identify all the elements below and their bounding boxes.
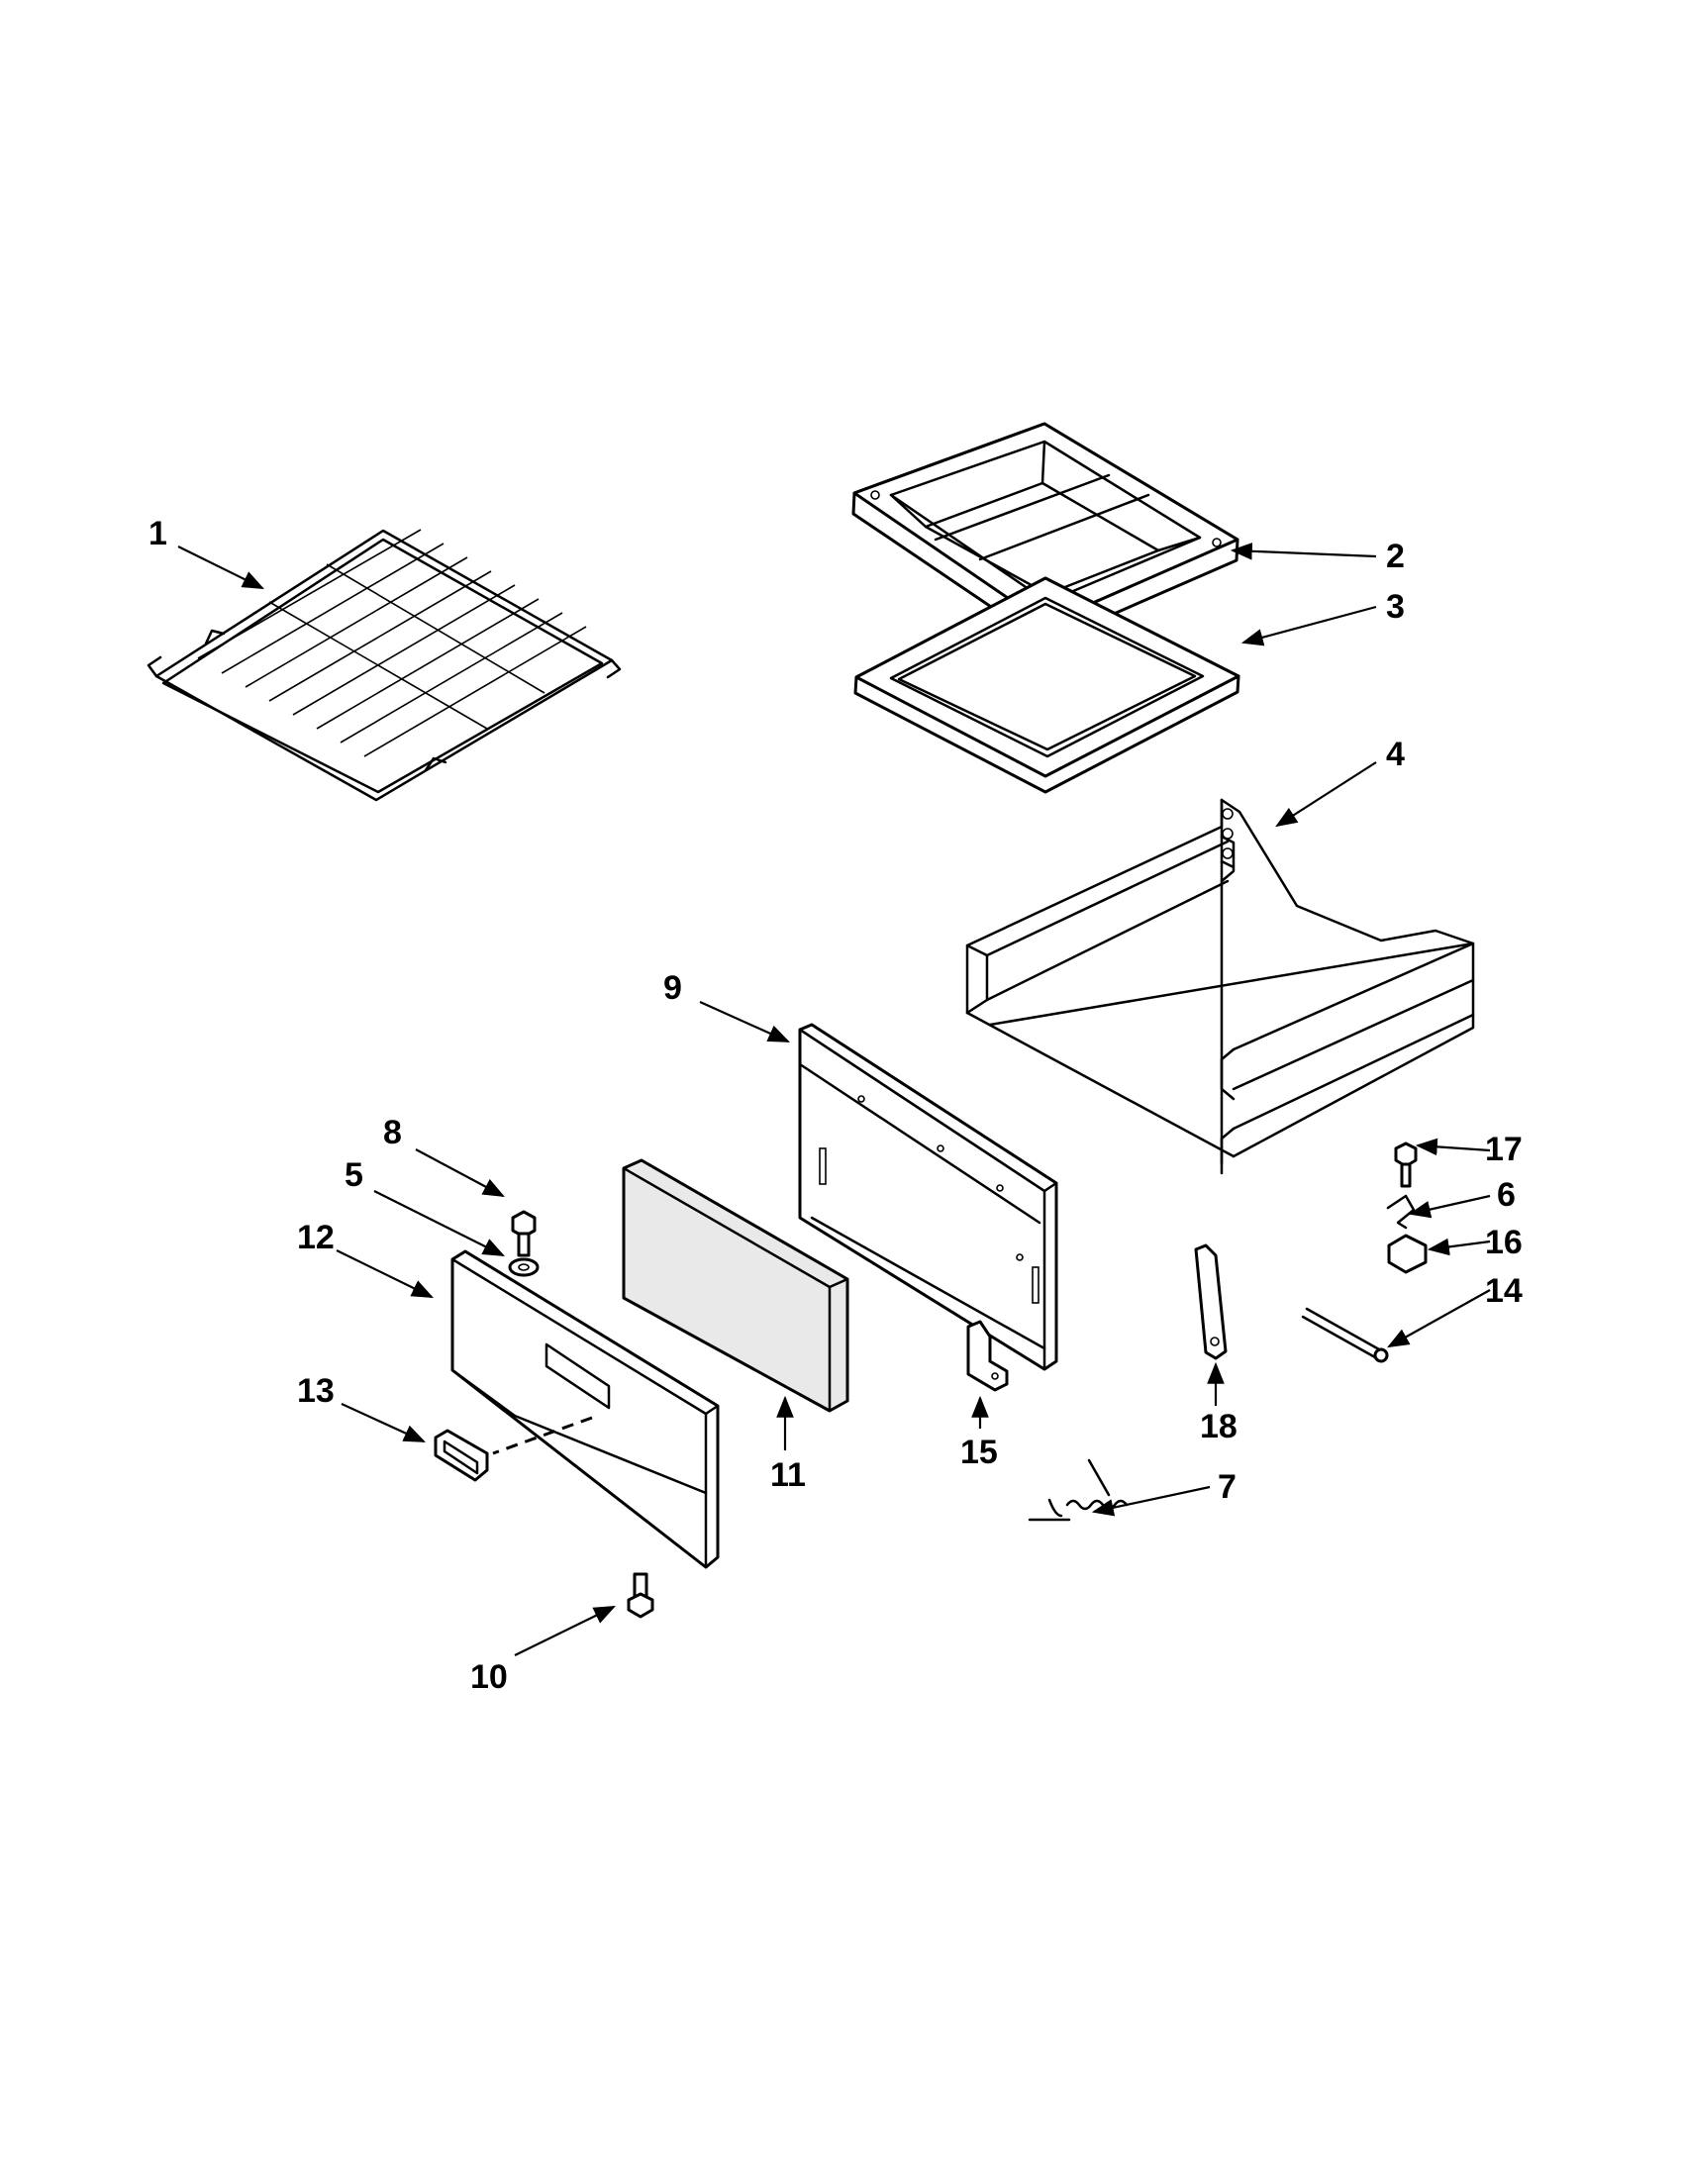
callout-6: 6 xyxy=(1497,1176,1516,1214)
callout-5: 5 xyxy=(345,1156,363,1194)
part-17-screw xyxy=(1394,1142,1418,1188)
part-14-rod xyxy=(1301,1307,1389,1363)
part-13-handle-bezel xyxy=(434,1429,489,1482)
callout-17: 17 xyxy=(1485,1131,1523,1168)
part-5-washer xyxy=(508,1257,540,1277)
callout-1: 1 xyxy=(148,515,167,552)
part-12-drawer-front xyxy=(450,1249,720,1569)
callout-11: 11 xyxy=(770,1456,806,1494)
part-9-drawer-panel xyxy=(798,1023,1058,1371)
callout-18: 18 xyxy=(1200,1408,1238,1445)
part-7-spring xyxy=(1028,1458,1129,1522)
callout-2: 2 xyxy=(1386,538,1405,575)
callout-10: 10 xyxy=(470,1658,508,1696)
part-2-broiler-pan xyxy=(851,422,1239,645)
callout-9: 9 xyxy=(663,969,682,1007)
part-11-insulation xyxy=(622,1158,849,1413)
part-4-drawer-glide-assembly xyxy=(965,798,1475,1175)
callout-8: 8 xyxy=(383,1114,402,1151)
callout-3: 3 xyxy=(1386,588,1405,626)
part-10-screw xyxy=(627,1572,654,1619)
callout-14: 14 xyxy=(1485,1272,1523,1310)
callout-16: 16 xyxy=(1485,1224,1523,1261)
part-6-clip xyxy=(1386,1194,1416,1230)
part-3-broiler-grid xyxy=(853,576,1240,794)
callout-7: 7 xyxy=(1218,1468,1237,1506)
callout-12: 12 xyxy=(297,1219,335,1256)
callout-15: 15 xyxy=(960,1434,998,1471)
callout-4: 4 xyxy=(1386,736,1405,773)
leader-lines xyxy=(177,543,1491,1656)
part-18-arm xyxy=(1194,1243,1228,1360)
part-1-oven-rack xyxy=(147,529,622,802)
part-16-bracket xyxy=(1387,1234,1428,1274)
part-8-screw xyxy=(511,1210,537,1257)
part-15-bracket xyxy=(966,1320,1009,1392)
callout-13: 13 xyxy=(297,1372,335,1410)
